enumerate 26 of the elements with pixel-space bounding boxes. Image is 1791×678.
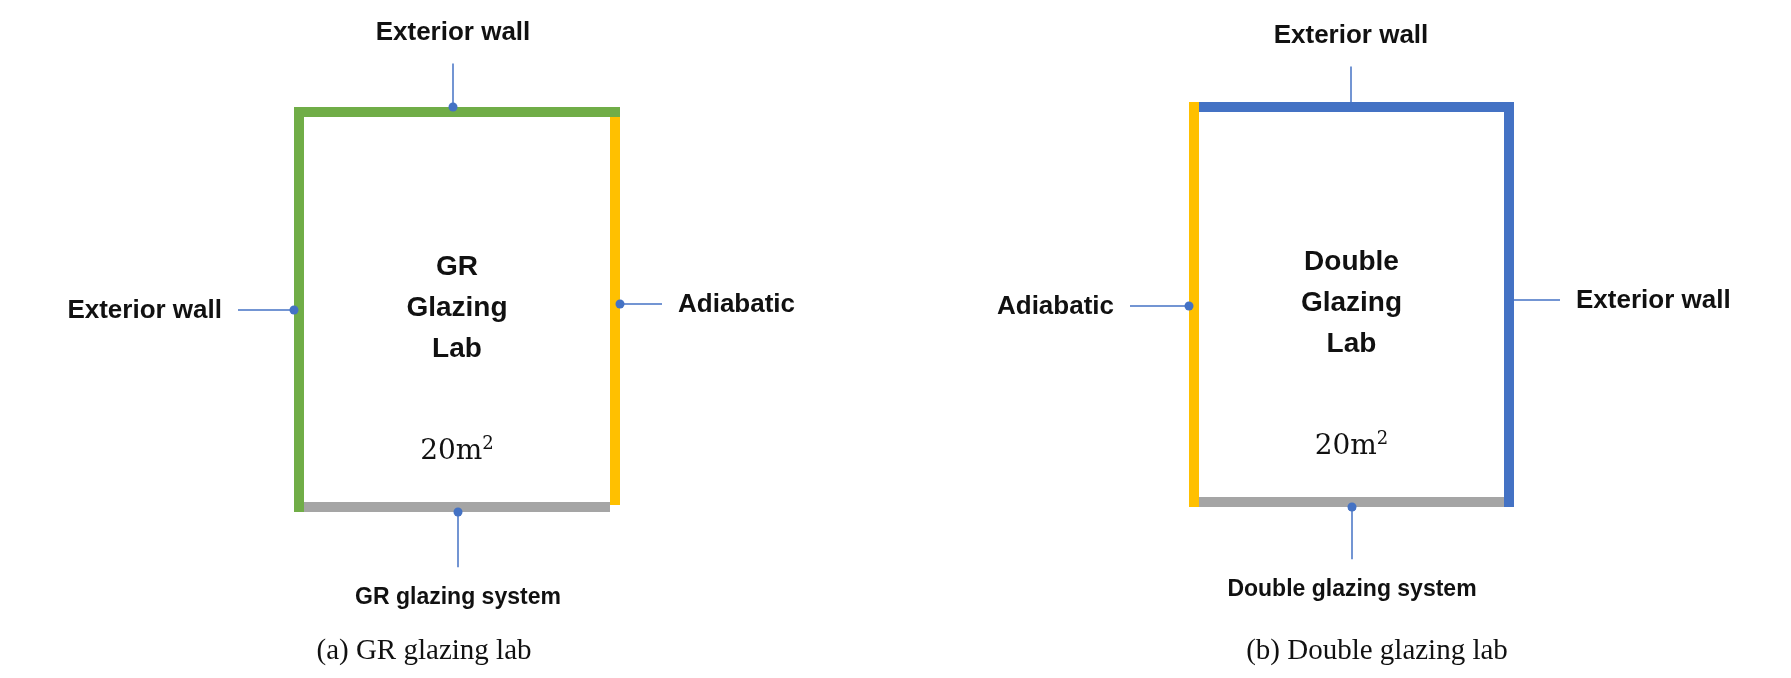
leader-line (448, 62, 458, 112)
area-label: 20m$^{2}$ (1314, 426, 1389, 464)
leader-line (1350, 65, 1352, 103)
leader-line (1513, 299, 1561, 301)
leader-line (237, 305, 299, 315)
wall-bar (1199, 497, 1504, 507)
callout-label: Double glazing system (1227, 575, 1477, 603)
callout-label: Adiabatic (678, 288, 796, 320)
area-label: 20m$^{2}$ (420, 431, 494, 469)
figure-caption: (b) Double glazing lab (1246, 632, 1508, 666)
callout-label: Exterior wall (67, 294, 222, 326)
leader-line (1347, 502, 1357, 560)
callout-label: Exterior wall (1576, 284, 1731, 316)
wall-bar (1189, 102, 1199, 507)
room-name: Double Glazing Lab (1300, 244, 1403, 360)
callout-label: GR glazing system (355, 583, 561, 611)
callout-label: Exterior wall (1273, 19, 1429, 51)
figure-caption: (a) GR glazing lab (316, 632, 532, 666)
wall-bar (610, 117, 620, 505)
leader-line (453, 507, 463, 568)
leader-line (615, 299, 663, 309)
wall-bar (304, 502, 610, 512)
room-name: GR Glazing Lab (406, 249, 508, 365)
callout-label: Exterior wall (375, 16, 531, 48)
callout-label: Adiabatic (996, 290, 1114, 322)
leader-line (1129, 301, 1194, 311)
